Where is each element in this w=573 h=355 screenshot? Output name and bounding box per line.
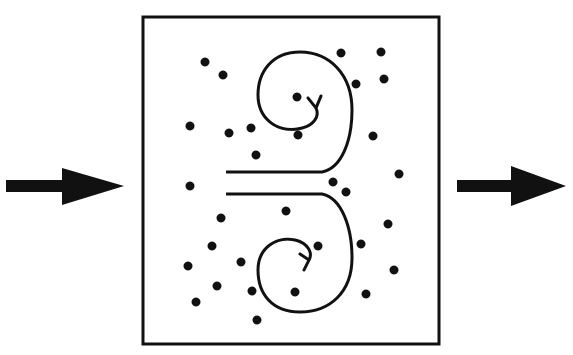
particle xyxy=(369,132,378,141)
particle xyxy=(252,151,261,160)
particle xyxy=(390,266,399,275)
particle xyxy=(384,220,393,229)
particle xyxy=(291,288,300,297)
particle xyxy=(217,214,226,223)
particle xyxy=(225,129,234,138)
particle xyxy=(201,58,210,67)
particle xyxy=(213,282,222,291)
particle xyxy=(219,71,228,80)
particle xyxy=(294,131,303,140)
particle xyxy=(247,124,256,133)
particle xyxy=(357,240,366,249)
particle xyxy=(282,207,291,216)
particle xyxy=(337,49,346,58)
particle xyxy=(253,316,262,325)
particle xyxy=(186,122,195,131)
particle xyxy=(377,48,386,57)
particle xyxy=(192,298,201,307)
particle xyxy=(293,93,302,102)
particle xyxy=(362,290,371,299)
particle xyxy=(380,75,389,84)
particle xyxy=(329,178,338,187)
particle xyxy=(352,80,361,89)
particle xyxy=(314,242,323,251)
particle xyxy=(248,287,257,296)
particle xyxy=(184,262,193,271)
particle xyxy=(237,258,246,267)
particle xyxy=(208,242,217,251)
particle xyxy=(186,182,195,191)
particle xyxy=(395,170,404,179)
particle xyxy=(342,188,351,197)
